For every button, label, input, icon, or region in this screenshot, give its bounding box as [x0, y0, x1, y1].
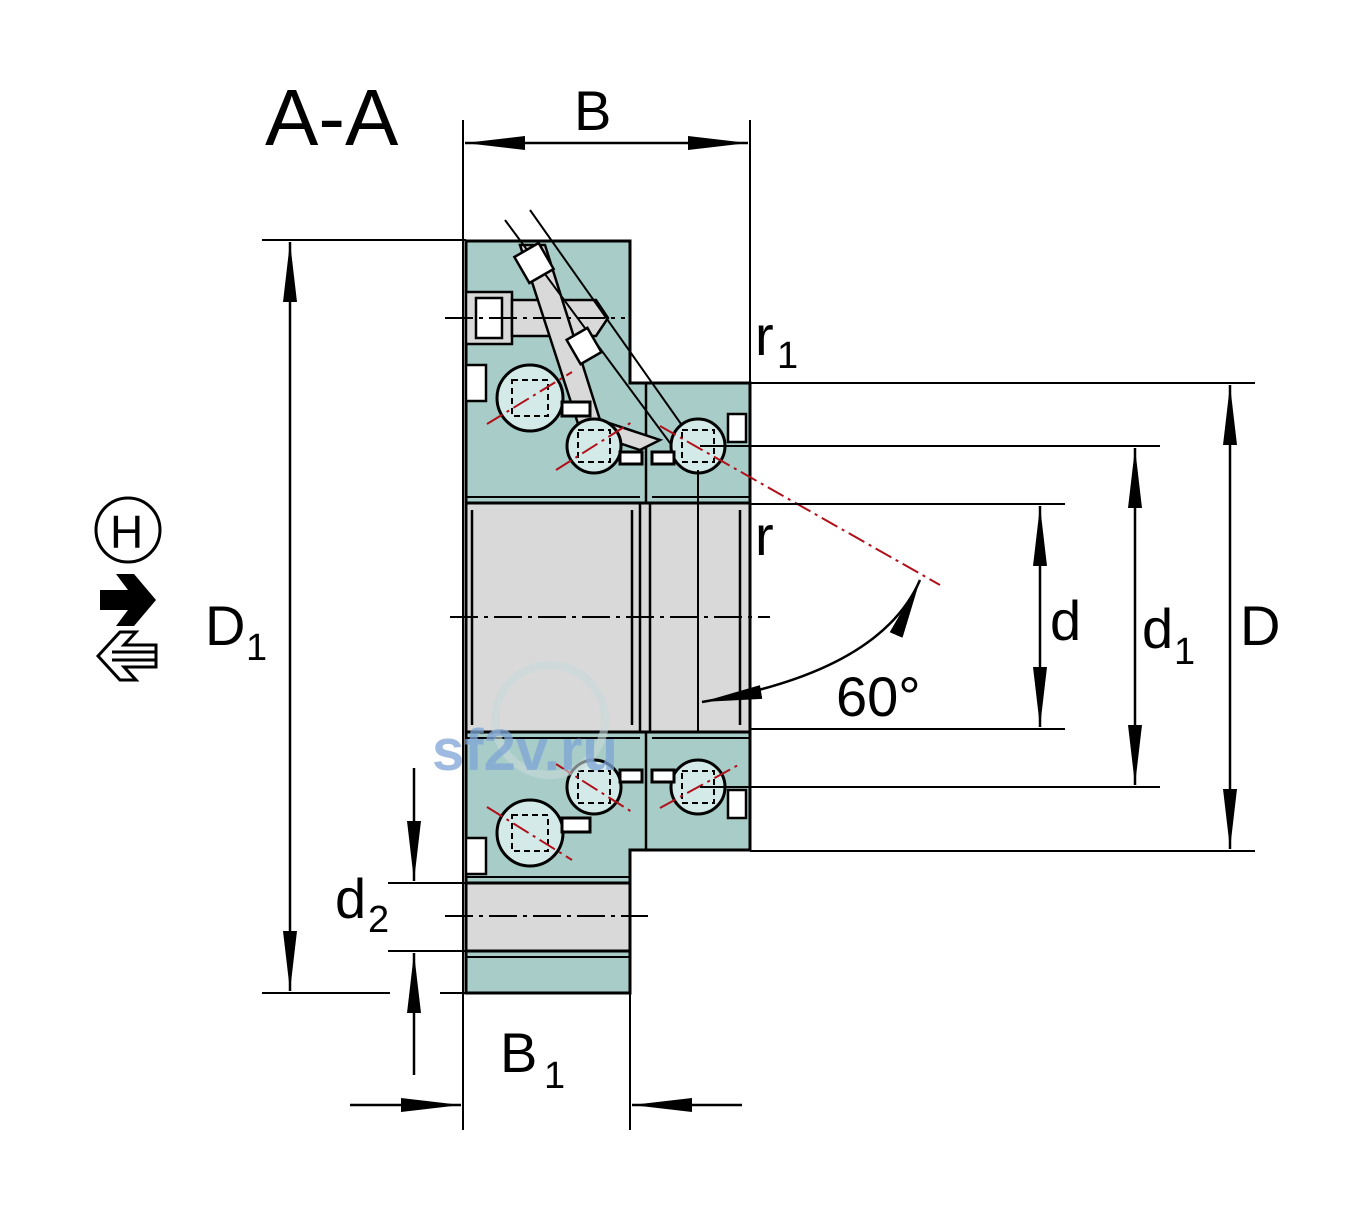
- label-r1-main: r: [755, 304, 774, 367]
- ball-upper-large: [495, 363, 565, 433]
- balls: [495, 363, 727, 868]
- label-B1-main: B: [500, 1021, 537, 1084]
- label-D1-sub: 1: [246, 627, 267, 669]
- label-r: r: [755, 504, 774, 567]
- angle-arc: [701, 579, 922, 704]
- ball-lower-large: [495, 798, 565, 868]
- label-D1-main: D: [205, 594, 245, 657]
- label-r1-sub: 1: [777, 335, 798, 377]
- watermark-text: sf2v.ru: [432, 718, 618, 783]
- extension-lines: [262, 120, 1255, 1130]
- watermark: sf2v.ru: [432, 661, 618, 783]
- arrow-left-outline-icon: [95, 630, 158, 682]
- label-D: D: [1240, 594, 1280, 657]
- circle-h-icon: [94, 496, 162, 564]
- label-angle: 60°: [836, 665, 921, 728]
- labels: A-A B D 1 D d 1 d d 2 B 1 r r 1 60°: [205, 73, 1280, 1097]
- section-title: A-A: [265, 73, 399, 162]
- dimension-lines: [283, 136, 1237, 1112]
- arrow-right-solid-icon: [100, 574, 156, 626]
- label-d2-main: d: [335, 867, 366, 930]
- label-d1-main: d: [1142, 597, 1173, 660]
- legend-circle-letter: H: [110, 506, 143, 558]
- label-B1-sub: 1: [544, 1055, 565, 1097]
- contact-lines: [486, 371, 941, 861]
- label-d1-sub: 1: [1174, 631, 1195, 673]
- label-d: d: [1050, 589, 1081, 652]
- legend: H: [94, 496, 162, 682]
- label-d2-sub: 2: [368, 899, 389, 941]
- label-B: B: [574, 79, 611, 142]
